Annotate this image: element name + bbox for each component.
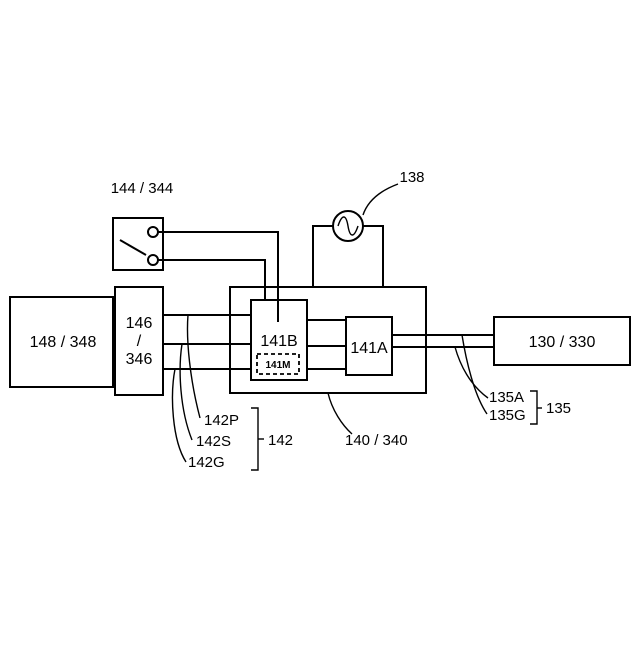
label-142g: 142G: [188, 454, 225, 471]
battery-label-148: 148 / 348: [30, 334, 97, 351]
converter-label-146-mid: /: [137, 333, 142, 350]
leader-142p: [188, 315, 201, 418]
label-135a: 135A: [489, 389, 524, 406]
label-142p: 142P: [204, 412, 239, 429]
source-wire-left: [313, 226, 333, 287]
source-label-138: 138: [399, 169, 424, 186]
label-135: 135: [546, 400, 571, 417]
converter-label-146-bot: 346: [126, 351, 153, 368]
bracket-135: [530, 391, 537, 424]
switch-icon: [120, 227, 158, 265]
source-wire-right: [363, 226, 383, 287]
label-142s: 142S: [196, 433, 231, 450]
switch-label-144: 144 / 344: [111, 180, 174, 197]
device-label-130: 130 / 330: [529, 334, 596, 351]
controller-label-140: 140 / 340: [345, 432, 408, 449]
leader-140: [328, 393, 352, 434]
leader-135a: [455, 347, 488, 398]
label-142: 142: [268, 432, 293, 449]
bracket-142: [251, 408, 258, 470]
switch-wire-lower: [158, 260, 265, 300]
module-label-141a: 141A: [350, 340, 388, 357]
source-leader-138: [363, 184, 398, 215]
sine-wave-icon: [333, 211, 363, 241]
label-135g: 135G: [489, 407, 526, 424]
leader-142s: [180, 344, 192, 440]
module-label-141m: 141M: [265, 360, 290, 371]
switch-wire-upper: [158, 232, 278, 322]
converter-label-146-top: 146: [126, 315, 153, 332]
module-label-141b: 141B: [260, 333, 297, 350]
